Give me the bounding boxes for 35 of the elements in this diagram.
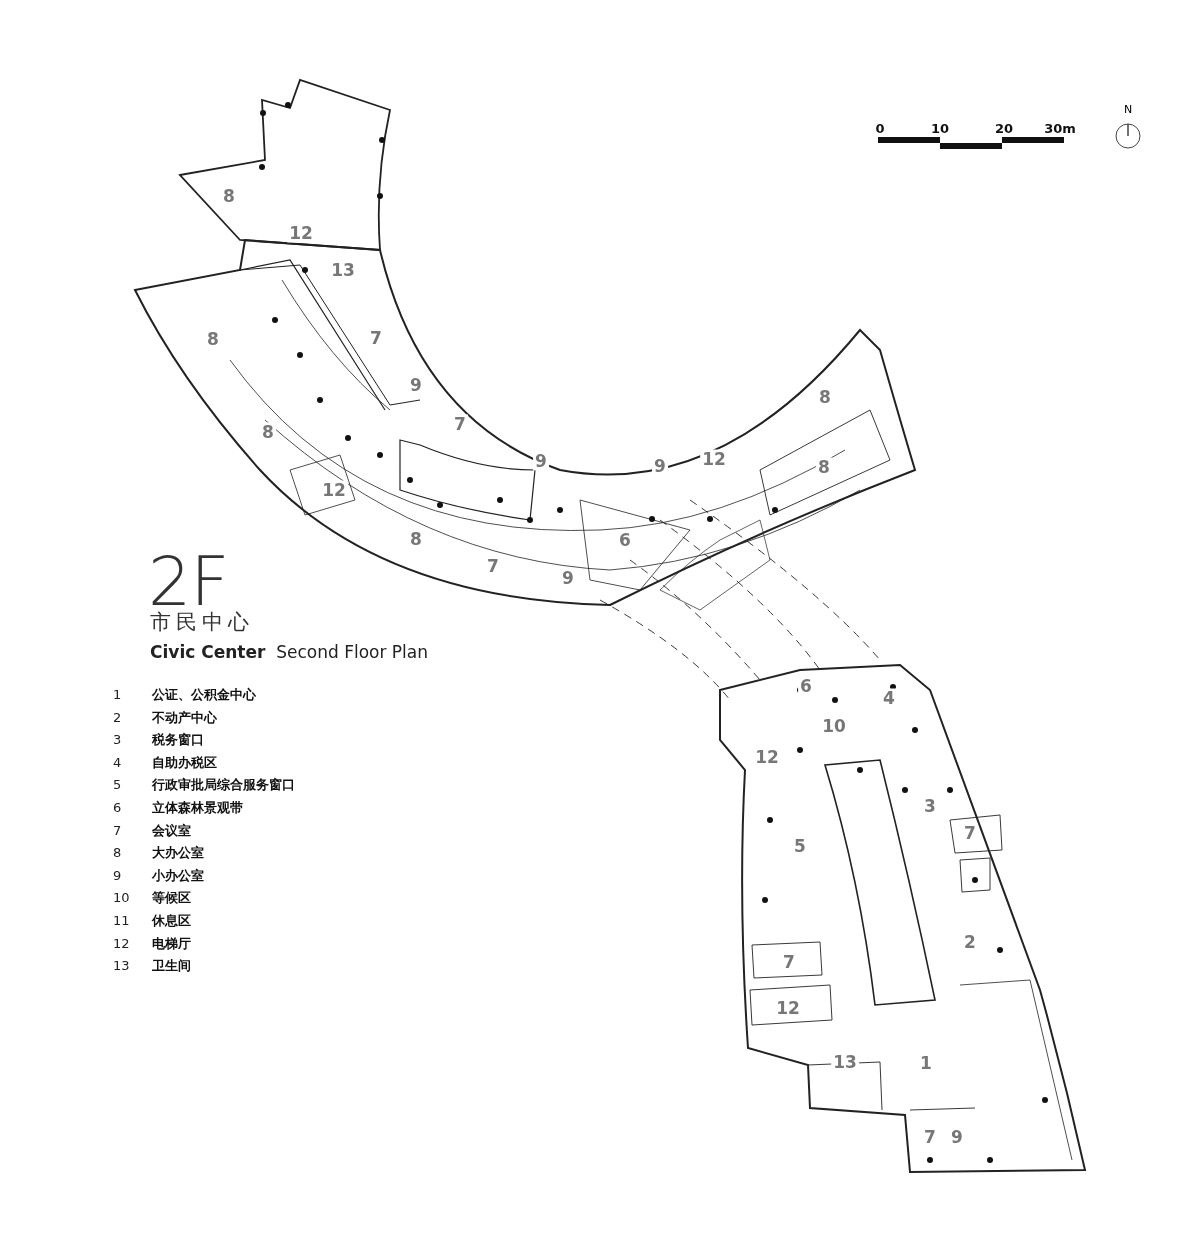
north-label: N — [1123, 104, 1133, 115]
key-text: 电梯厅 — [152, 936, 191, 950]
key-text: 公证、公积金中心 — [152, 688, 256, 701]
key-number: 7 — [113, 823, 122, 837]
room-number: 6 — [798, 676, 814, 696]
key-number: 5 — [113, 778, 122, 792]
key-number: 9 — [113, 868, 122, 882]
scale-label: 10 — [930, 122, 950, 135]
scale-label: 30m — [1044, 122, 1076, 135]
key-number: 13 — [113, 959, 130, 973]
key-number: 8 — [113, 846, 122, 860]
key-text: 自助办税区 — [152, 755, 217, 769]
key-text: 行政审批局综合服务窗口 — [152, 778, 295, 792]
scale-label: 0 — [875, 122, 885, 135]
key-text: 卫生间 — [152, 959, 191, 973]
key-text: 休息区 — [152, 914, 191, 927]
key-number: 11 — [113, 914, 130, 927]
key-text: 税务窗口 — [152, 733, 204, 747]
scale-label: 20 — [994, 122, 1014, 135]
plan-title: Civic Center Second Floor Plan — [150, 644, 428, 661]
key-number: 1 — [113, 688, 122, 701]
key-number: 12 — [113, 936, 130, 950]
room-number: 9 — [533, 451, 549, 471]
key-text: 会议室 — [152, 823, 191, 837]
key-number: 10 — [113, 891, 130, 905]
key-text: 不动产中心 — [152, 710, 217, 724]
key-number: 4 — [113, 755, 122, 769]
key-text: 等候区 — [152, 891, 191, 905]
key-number: 6 — [113, 801, 122, 814]
key-number: 3 — [113, 733, 122, 747]
key-text: 大办公室 — [152, 846, 204, 860]
room-number: 12 — [287, 223, 315, 243]
key-number: 2 — [113, 710, 122, 724]
key-text: 小办公室 — [152, 868, 204, 882]
key-text: 立体森林景观带 — [152, 801, 243, 814]
